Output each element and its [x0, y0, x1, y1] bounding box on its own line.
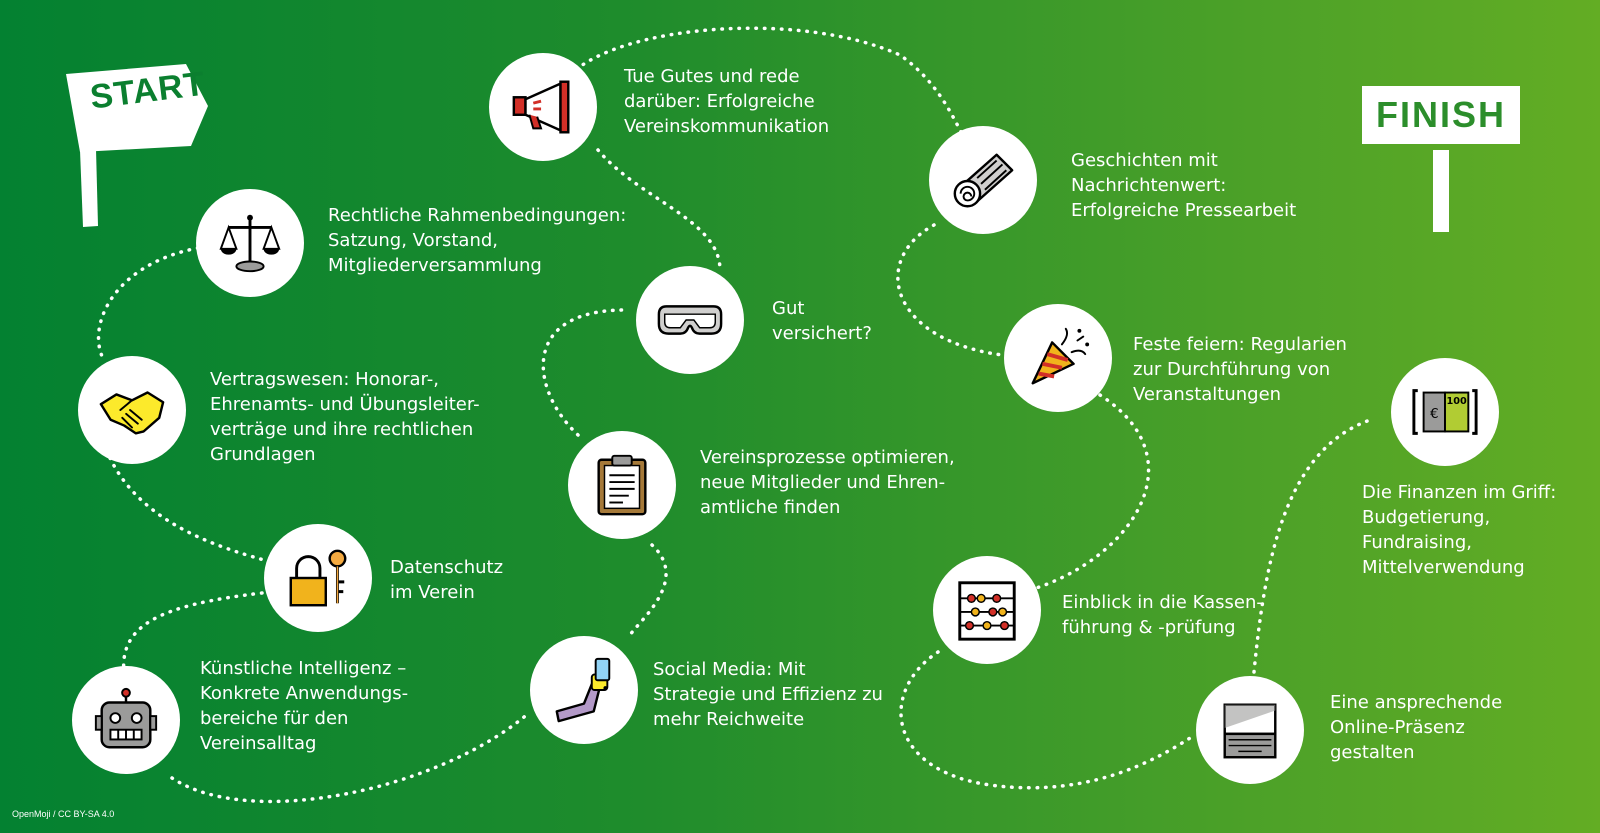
station-megaphone-label: Tue Gutes und rede darüber: Erfolgreiche… — [624, 66, 830, 137]
route-segment — [899, 650, 1197, 790]
route-segment — [108, 456, 266, 562]
money-icon: € 100 — [1412, 389, 1478, 435]
robot-icon — [94, 687, 158, 749]
station-money-label: Die Finanzen im Griff: Budgetierung, Fun… — [1362, 482, 1557, 578]
party-popper-icon — [1031, 327, 1090, 385]
start-flag-icon — [66, 64, 208, 227]
newspaper-icon — [953, 153, 1014, 208]
finish-label: FINISH — [1375, 94, 1506, 135]
finish-post — [1433, 150, 1449, 232]
lock-key-icon — [289, 549, 347, 607]
clipboard-icon — [597, 454, 647, 516]
route-segment — [568, 26, 967, 142]
station-robot-label: Künstliche Intelligenz – Konkrete Anwend… — [200, 658, 409, 754]
station-laptop-label: Eine ansprechende Online-Präsenz gestalt… — [1330, 692, 1503, 763]
laptop-icon — [1223, 703, 1277, 759]
megaphone-icon — [512, 80, 570, 134]
scales-icon — [219, 214, 281, 273]
selfie-icon — [555, 657, 611, 723]
station-clipboard — [568, 431, 676, 539]
station-scales-label: Rechtliche Rahmenbedingungen: Satzung, V… — [328, 205, 627, 276]
route-segment — [541, 308, 627, 437]
station-newspaper-label: Geschichten mit Nachrichtenwert: Erfolgr… — [1071, 150, 1297, 221]
credit-note: OpenMoji / CC BY-SA 4.0 — [12, 809, 115, 819]
station-handshake-label: Vertragswesen: Honorar-, Ehrenamts- und … — [210, 369, 480, 465]
station-handshake — [78, 356, 186, 464]
station-lock-label: Datenschutz im Verein — [390, 557, 504, 603]
station-money: € 100 — [1391, 358, 1499, 466]
route-segment — [96, 246, 200, 364]
station-clipboard-label: Vereinsprozesse optimieren, neue Mitglie… — [700, 447, 955, 518]
station-robot — [72, 666, 180, 774]
station-abacus — [933, 556, 1041, 664]
station-megaphone — [489, 53, 597, 161]
route-segment — [596, 148, 722, 272]
route-segment — [1252, 418, 1372, 674]
station-selfie — [530, 636, 638, 744]
finish-sign: FINISH — [1362, 86, 1520, 144]
route-segment — [896, 223, 1004, 357]
station-party — [1004, 304, 1112, 412]
station-party-label: Feste feiern: Regularien zur Durchführun… — [1133, 334, 1347, 405]
station-newspaper — [929, 126, 1037, 234]
route-segment — [170, 710, 532, 804]
route-segment — [121, 591, 264, 682]
station-abacus-label: Einblick in die Kassen- führung & -prüfu… — [1062, 592, 1263, 638]
handshake-icon — [99, 391, 165, 435]
station-goggles — [636, 266, 744, 374]
station-goggles-label: Gut versichert? — [772, 298, 872, 344]
route-segment — [628, 543, 668, 637]
station-scales — [196, 189, 304, 297]
goggles-icon — [657, 305, 723, 335]
route-segment — [1028, 393, 1151, 592]
abacus-icon — [958, 581, 1016, 641]
banknote-value: 100 — [1447, 396, 1468, 407]
station-selfie-label: Social Media: Mit Strategie und Effizien… — [653, 659, 883, 730]
station-lock — [264, 524, 372, 632]
svg-text:€: € — [1430, 406, 1439, 422]
station-laptop — [1196, 676, 1304, 784]
